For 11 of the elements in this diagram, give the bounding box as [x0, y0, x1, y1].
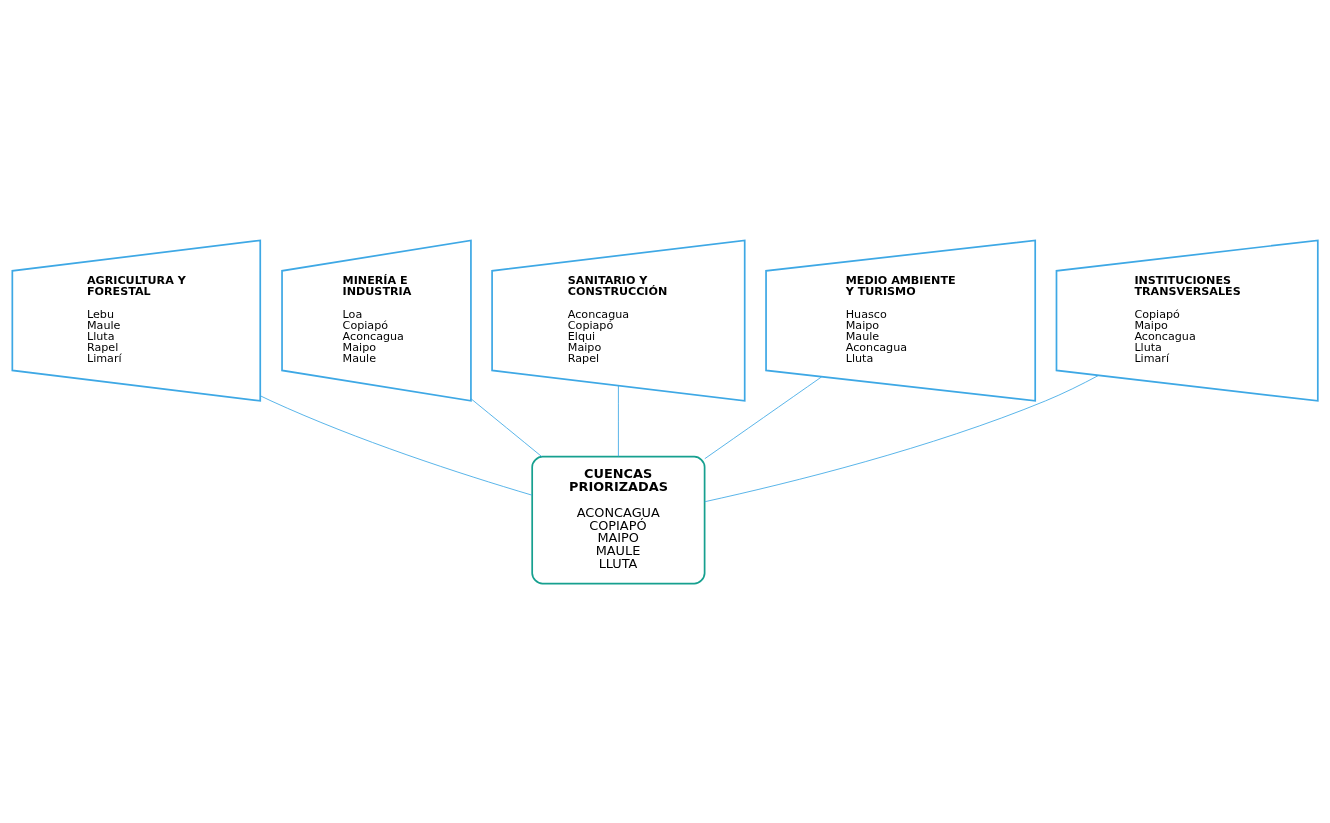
- node-box: AGRICULTURA Y FORESTAL Lebu Maule Lluta Rapel Limarí: [11, 238, 262, 402]
- connector: [704, 374, 1099, 502]
- node-box: MINERÍA E INDUSTRIA Loa Copiapó Aconcagua Maipo Maule: [281, 238, 472, 402]
- node-box: CUENCAS PRIORIZADAS ACONCAGUA COPIAPÓ MAIPO MAULE LLUTA: [531, 455, 706, 584]
- connector: [617, 384, 619, 457]
- node-box: INSTITUCIONES TRANSVERSALES Copiapó Maipo Aconcagua Lluta Limarí: [1055, 238, 1319, 402]
- node-box: SANITARIO Y CONSTRUCCIÓN Aconcagua Copiapó Elqui Maipo Rapel: [491, 238, 746, 402]
- connector: [470, 397, 542, 457]
- connector: [260, 395, 533, 496]
- connector: [704, 375, 823, 459]
- node-box: MEDIO AMBIENTE Y TURISMO Huasco Maipo Maule Aconcagua Lluta: [765, 238, 1037, 402]
